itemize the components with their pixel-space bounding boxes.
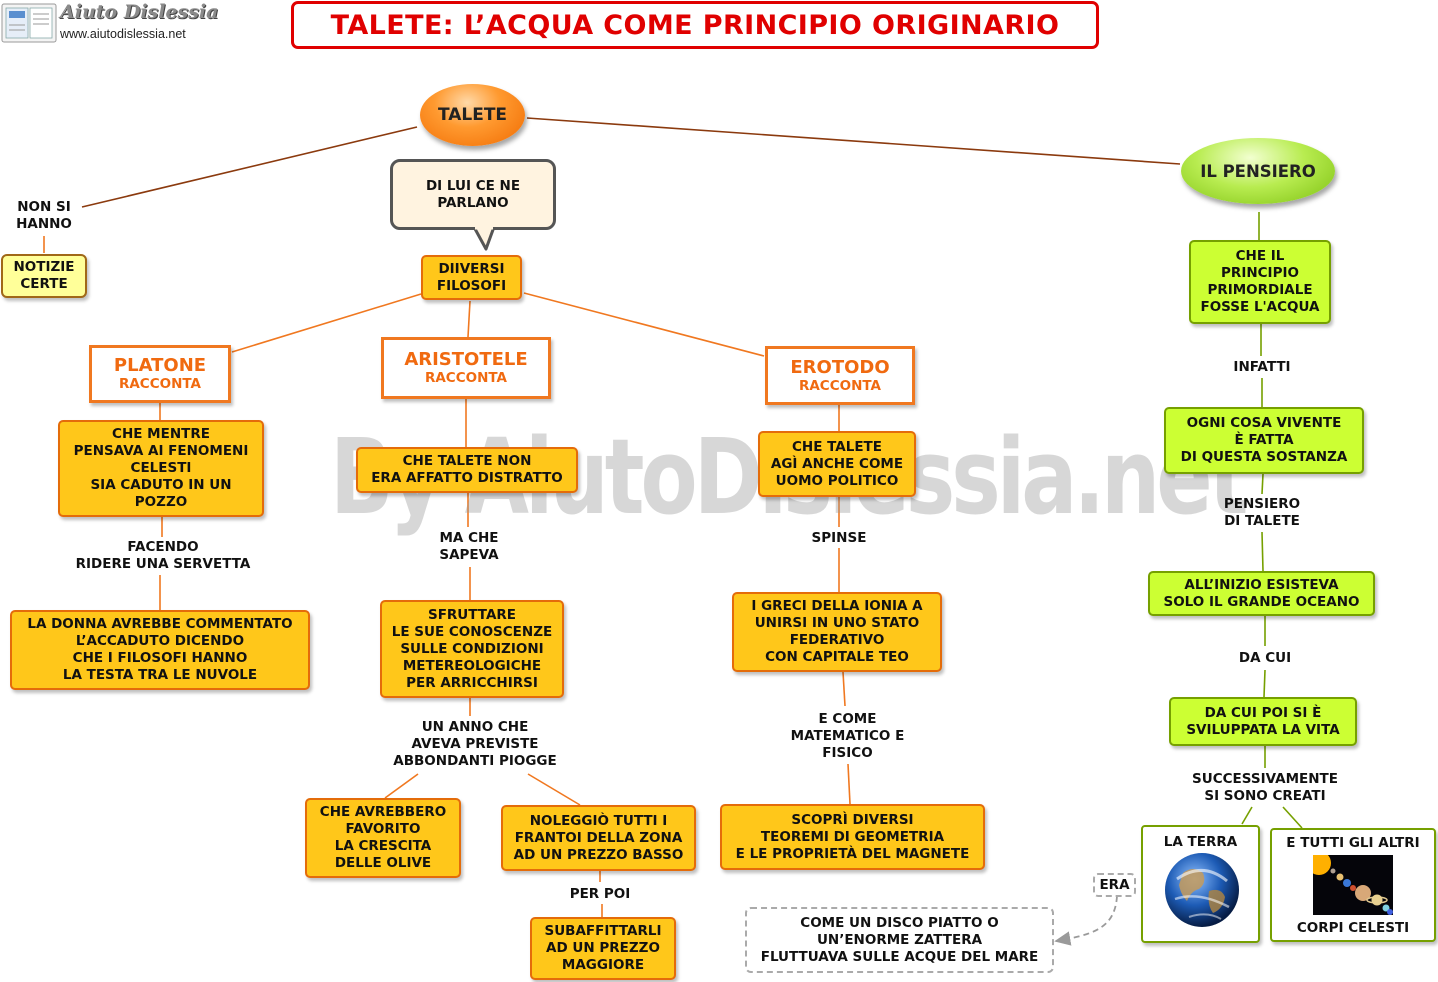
box-corpi-celesti[interactable]: E TUTTI GLI ALTRI CORPI CELESTI — [1270, 828, 1436, 942]
callout-text: DI LUI CE NE PARLANO — [425, 177, 521, 211]
box-platone-1[interactable]: CHE MENTRE PENSAVA AI FENOMENI CELESTI S… — [58, 420, 264, 517]
box-pensiero-4[interactable]: DA CUI POI SI È SVILUPPATA LA VITA — [1169, 697, 1357, 746]
box-aristotele-2[interactable]: SFRUTTARE LE SUE CONOSCENZE SULLE CONDIZ… — [380, 600, 564, 698]
label-pensiero-1: INFATTI — [1233, 358, 1291, 375]
box-aristotele-4[interactable]: NOLEGGIÒ TUTTI I FRANTOI DELLA ZONA AD U… — [501, 805, 696, 871]
label-aristotele-1: MA CHE SAPEVA — [439, 530, 499, 563]
logo-title: Aiuto Dislessia — [60, 1, 219, 23]
book-logo-icon — [1, 3, 57, 43]
altri-label: E TUTTI GLI ALTRI — [1286, 835, 1420, 851]
header-platone[interactable]: PLATONE RACCONTA — [89, 345, 231, 403]
box-pensiero-1[interactable]: CHE IL PRINCIPIO PRIMORDIALE FOSSE L'ACQ… — [1189, 240, 1331, 324]
page-title-box: TALETE: L’ACQUA COME PRINCIPIO ORIGINARI… — [291, 1, 1099, 49]
label-aristotele-2: UN ANNO CHE AVEVA PREVISTE ABBONDANTI PI… — [393, 718, 557, 769]
box-diversi-filosofi[interactable]: DIIVERSI FILOSOFI — [421, 255, 522, 300]
node-talete[interactable]: TALETE — [420, 84, 525, 146]
node-pensiero-label: IL PENSIERO — [1200, 161, 1316, 181]
label-non-si-hanno: NON SI HANNO — [16, 199, 72, 232]
box-disco-piatto[interactable]: COME UN DISCO PIATTO O UN’ENORME ZATTERA… — [745, 907, 1054, 973]
box-pensiero-3[interactable]: ALL’INIZIO ESISTEVA SOLO IL GRANDE OCEAN… — [1148, 571, 1375, 616]
box-aristotele-5[interactable]: SUBAFFITTARLI AD UN PREZZO MAGGIORE — [530, 917, 676, 980]
box-platone-2[interactable]: LA DONNA AVREBBE COMMENTATO L’ACCADUTO D… — [10, 610, 310, 690]
box-pensiero-2[interactable]: OGNI COSA VIVENTE È FATTA DI QUESTA SOST… — [1164, 407, 1364, 474]
logo-url: www.aiutodislessia.net — [60, 27, 186, 41]
earth-icon — [1165, 853, 1239, 927]
page-title: TALETE: L’ACQUA COME PRINCIPIO ORIGINARI… — [330, 9, 1060, 41]
box-la-terra[interactable]: LA TERRA — [1141, 825, 1260, 943]
erotodo-name: EROTODO — [790, 356, 890, 378]
callout-di-lui[interactable]: DI LUI CE NE PARLANO — [390, 159, 556, 230]
label-erotodo-1: SPINSE — [811, 529, 867, 546]
box-aristotele-3[interactable]: CHE AVREBBERO FAVORITO LA CRESCITA DELLE… — [305, 798, 461, 878]
aristotele-sub: RACCONTA — [424, 370, 508, 386]
node-talete-label: TALETE — [437, 105, 508, 125]
label-pensiero-3: DA CUI — [1238, 649, 1292, 666]
label-era: ERA — [1093, 873, 1136, 897]
platone-name: PLATONE — [113, 355, 207, 376]
box-aristotele-1[interactable]: CHE TALETE NON ERA AFFATTO DISTRATTO — [356, 447, 578, 493]
box-erotodo-3[interactable]: SCOPRÌ DIVERSI TEOREMI DI GEOMETRIA E LE… — [720, 804, 985, 870]
la-terra-label: LA TERRA — [1163, 834, 1238, 850]
callout-tail — [472, 227, 496, 251]
platone-sub: RACCONTA — [118, 376, 202, 392]
label-platone-1: FACENDO RIDERE UNA SERVETTA — [75, 539, 251, 572]
header-aristotele[interactable]: ARISTOTELE RACCONTA — [381, 337, 551, 399]
box-erotodo-2[interactable]: I GRECI DELLA IONIA A UNIRSI IN UNO STAT… — [732, 592, 942, 672]
corpi-label: CORPI CELESTI — [1296, 920, 1410, 936]
erotodo-sub: RACCONTA — [798, 377, 882, 394]
logo[interactable]: Aiuto Dislessia www.aiutodislessia.net — [0, 0, 218, 46]
label-pensiero-2: PENSIERO DI TALETE — [1223, 496, 1301, 529]
label-erotodo-2: E COME MATEMATICO E FISICO — [790, 710, 905, 761]
header-erotodo[interactable]: EROTODO RACCONTA — [765, 346, 915, 405]
label-pensiero-4: SUCCESSIVAMENTE SI SONO CREATI — [1192, 771, 1338, 804]
node-pensiero[interactable]: IL PENSIERO — [1181, 138, 1335, 204]
box-notizie-certe[interactable]: NOTIZIE CERTE — [1, 254, 87, 298]
solar-system-icon — [1313, 855, 1393, 915]
aristotele-name: ARISTOTELE — [404, 349, 528, 370]
label-aristotele-3: PER POI — [569, 885, 631, 902]
box-erotodo-1[interactable]: CHE TALETE AGÌ ANCHE COME UOMO POLITICO — [758, 431, 916, 497]
